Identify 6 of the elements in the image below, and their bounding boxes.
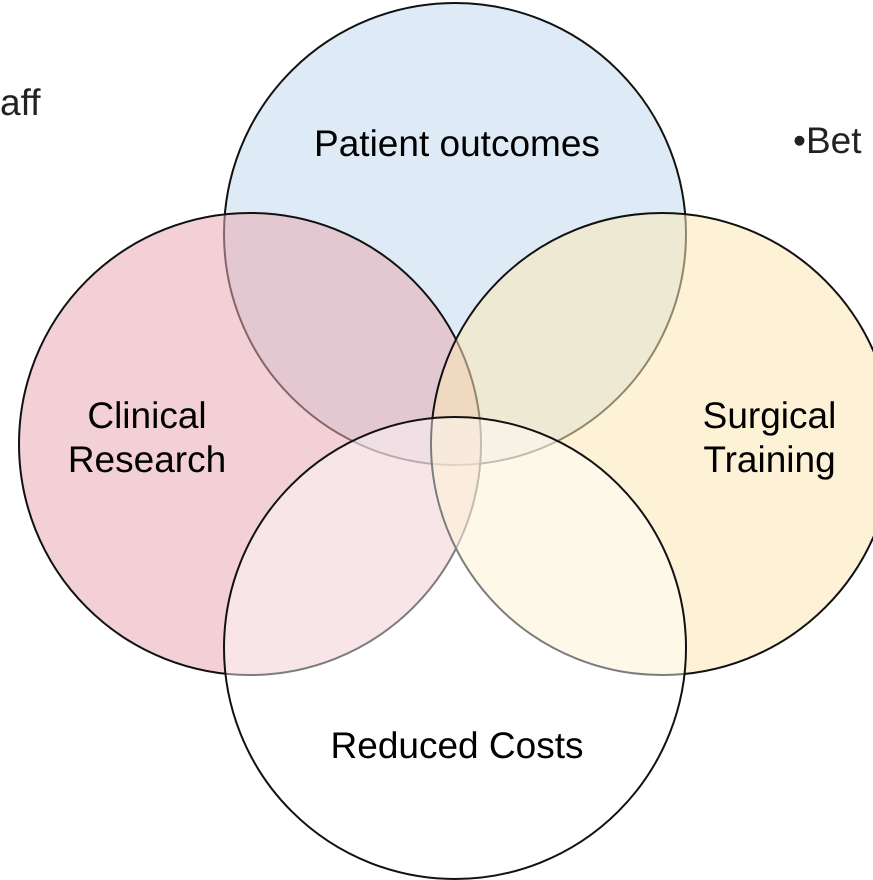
note-text: aff — [0, 82, 40, 124]
circle-label: Surgical Training — [702, 394, 838, 482]
circle-label: Patient outcomes — [313, 122, 601, 166]
circle-label: Reduced Costs — [330, 724, 584, 768]
note-text: •Bet — [793, 120, 862, 162]
circle-label: Clinical Research — [66, 394, 228, 482]
